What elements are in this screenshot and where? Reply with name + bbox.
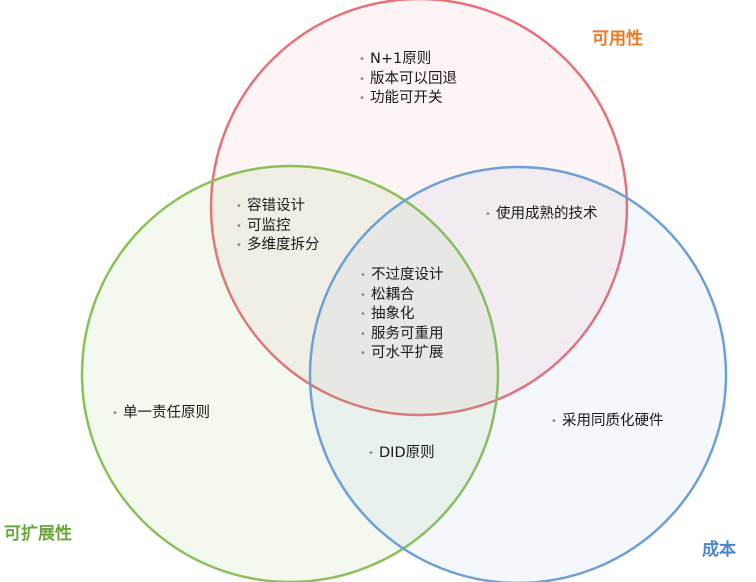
center-overlap-list: 不过度设计松耦合抽象化服务可重用可水平扩展 — [360, 266, 444, 364]
availability-only-list: N+1原则版本可以回退功能可开关 — [359, 50, 457, 109]
scalability-only-list: 单一责任原则 — [112, 404, 210, 424]
bullet-item: 抽象化 — [360, 305, 444, 325]
bullet-item: 版本可以回退 — [359, 70, 457, 90]
bullet-item: 功能可开关 — [359, 89, 457, 109]
bullet-item: 不过度设计 — [360, 266, 444, 286]
scalability-cost-list: DID原则 — [368, 444, 435, 464]
bullet-item: 容错设计 — [236, 197, 320, 217]
availability-circle — [209, 0, 629, 417]
bullet-item: 单一责任原则 — [112, 404, 210, 424]
availability-scalability-list: 容错设计可监控多维度拆分 — [236, 197, 320, 256]
bullet-item: 服务可重用 — [360, 325, 444, 345]
bullet-item: 多维度拆分 — [236, 236, 320, 256]
bullet-item: 采用同质化硬件 — [551, 412, 664, 432]
availability-cost-list: 使用成熟的技术 — [485, 205, 598, 225]
cost-only-list: 采用同质化硬件 — [551, 412, 664, 432]
cost-title: 成本 — [702, 540, 736, 560]
bullet-item: 可监控 — [236, 217, 320, 237]
scalability-title: 可扩展性 — [4, 524, 72, 544]
bullet-item: 使用成熟的技术 — [485, 205, 598, 225]
bullet-item: DID原则 — [368, 444, 435, 464]
bullet-item: N+1原则 — [359, 50, 457, 70]
availability-title: 可用性 — [592, 29, 643, 49]
bullet-item: 可水平扩展 — [360, 344, 444, 364]
bullet-item: 松耦合 — [360, 286, 444, 306]
cost-circle — [308, 165, 728, 582]
